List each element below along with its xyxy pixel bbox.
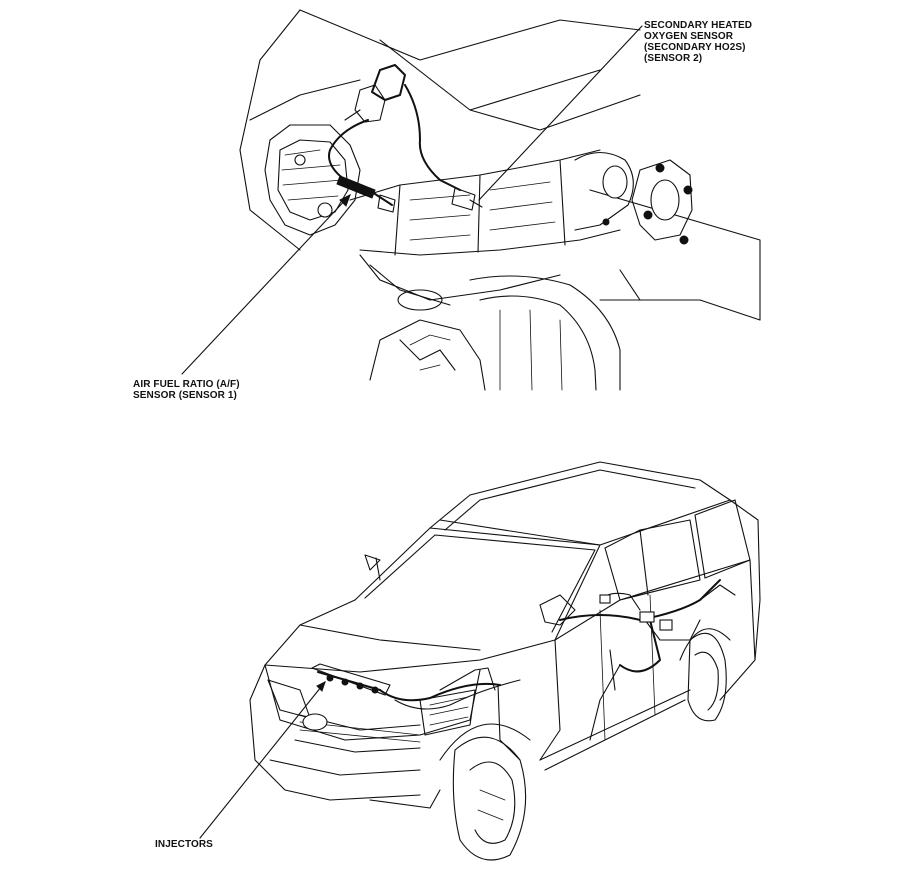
secondary-sensor-label-line-2: OXYGEN SENSOR <box>644 31 734 42</box>
secondary-sensor-label: SECONDARY HEATED OXYGEN SENSOR (SECONDAR… <box>644 20 752 64</box>
secondary-sensor-label-line-3: (SECONDARY HO2S) <box>644 42 746 53</box>
af-sensor-label-line-1: AIR FUEL RATIO (A/F) <box>133 379 240 390</box>
af-sensor-label: AIR FUEL RATIO (A/F) SENSOR (SENSOR 1) <box>133 379 240 401</box>
af-sensor-label-line-2: SENSOR (SENSOR 1) <box>133 390 237 401</box>
secondary-sensor-label-line-1: SECONDARY HEATED <box>644 20 753 31</box>
secondary-sensor-label-line-4: (SENSOR 2) <box>644 53 703 64</box>
injectors-label-text: INJECTORS <box>155 839 213 850</box>
secondary-sensor-leader <box>478 25 643 201</box>
af-sensor-leader <box>181 194 351 375</box>
injectors-label: INJECTORS <box>155 839 213 850</box>
